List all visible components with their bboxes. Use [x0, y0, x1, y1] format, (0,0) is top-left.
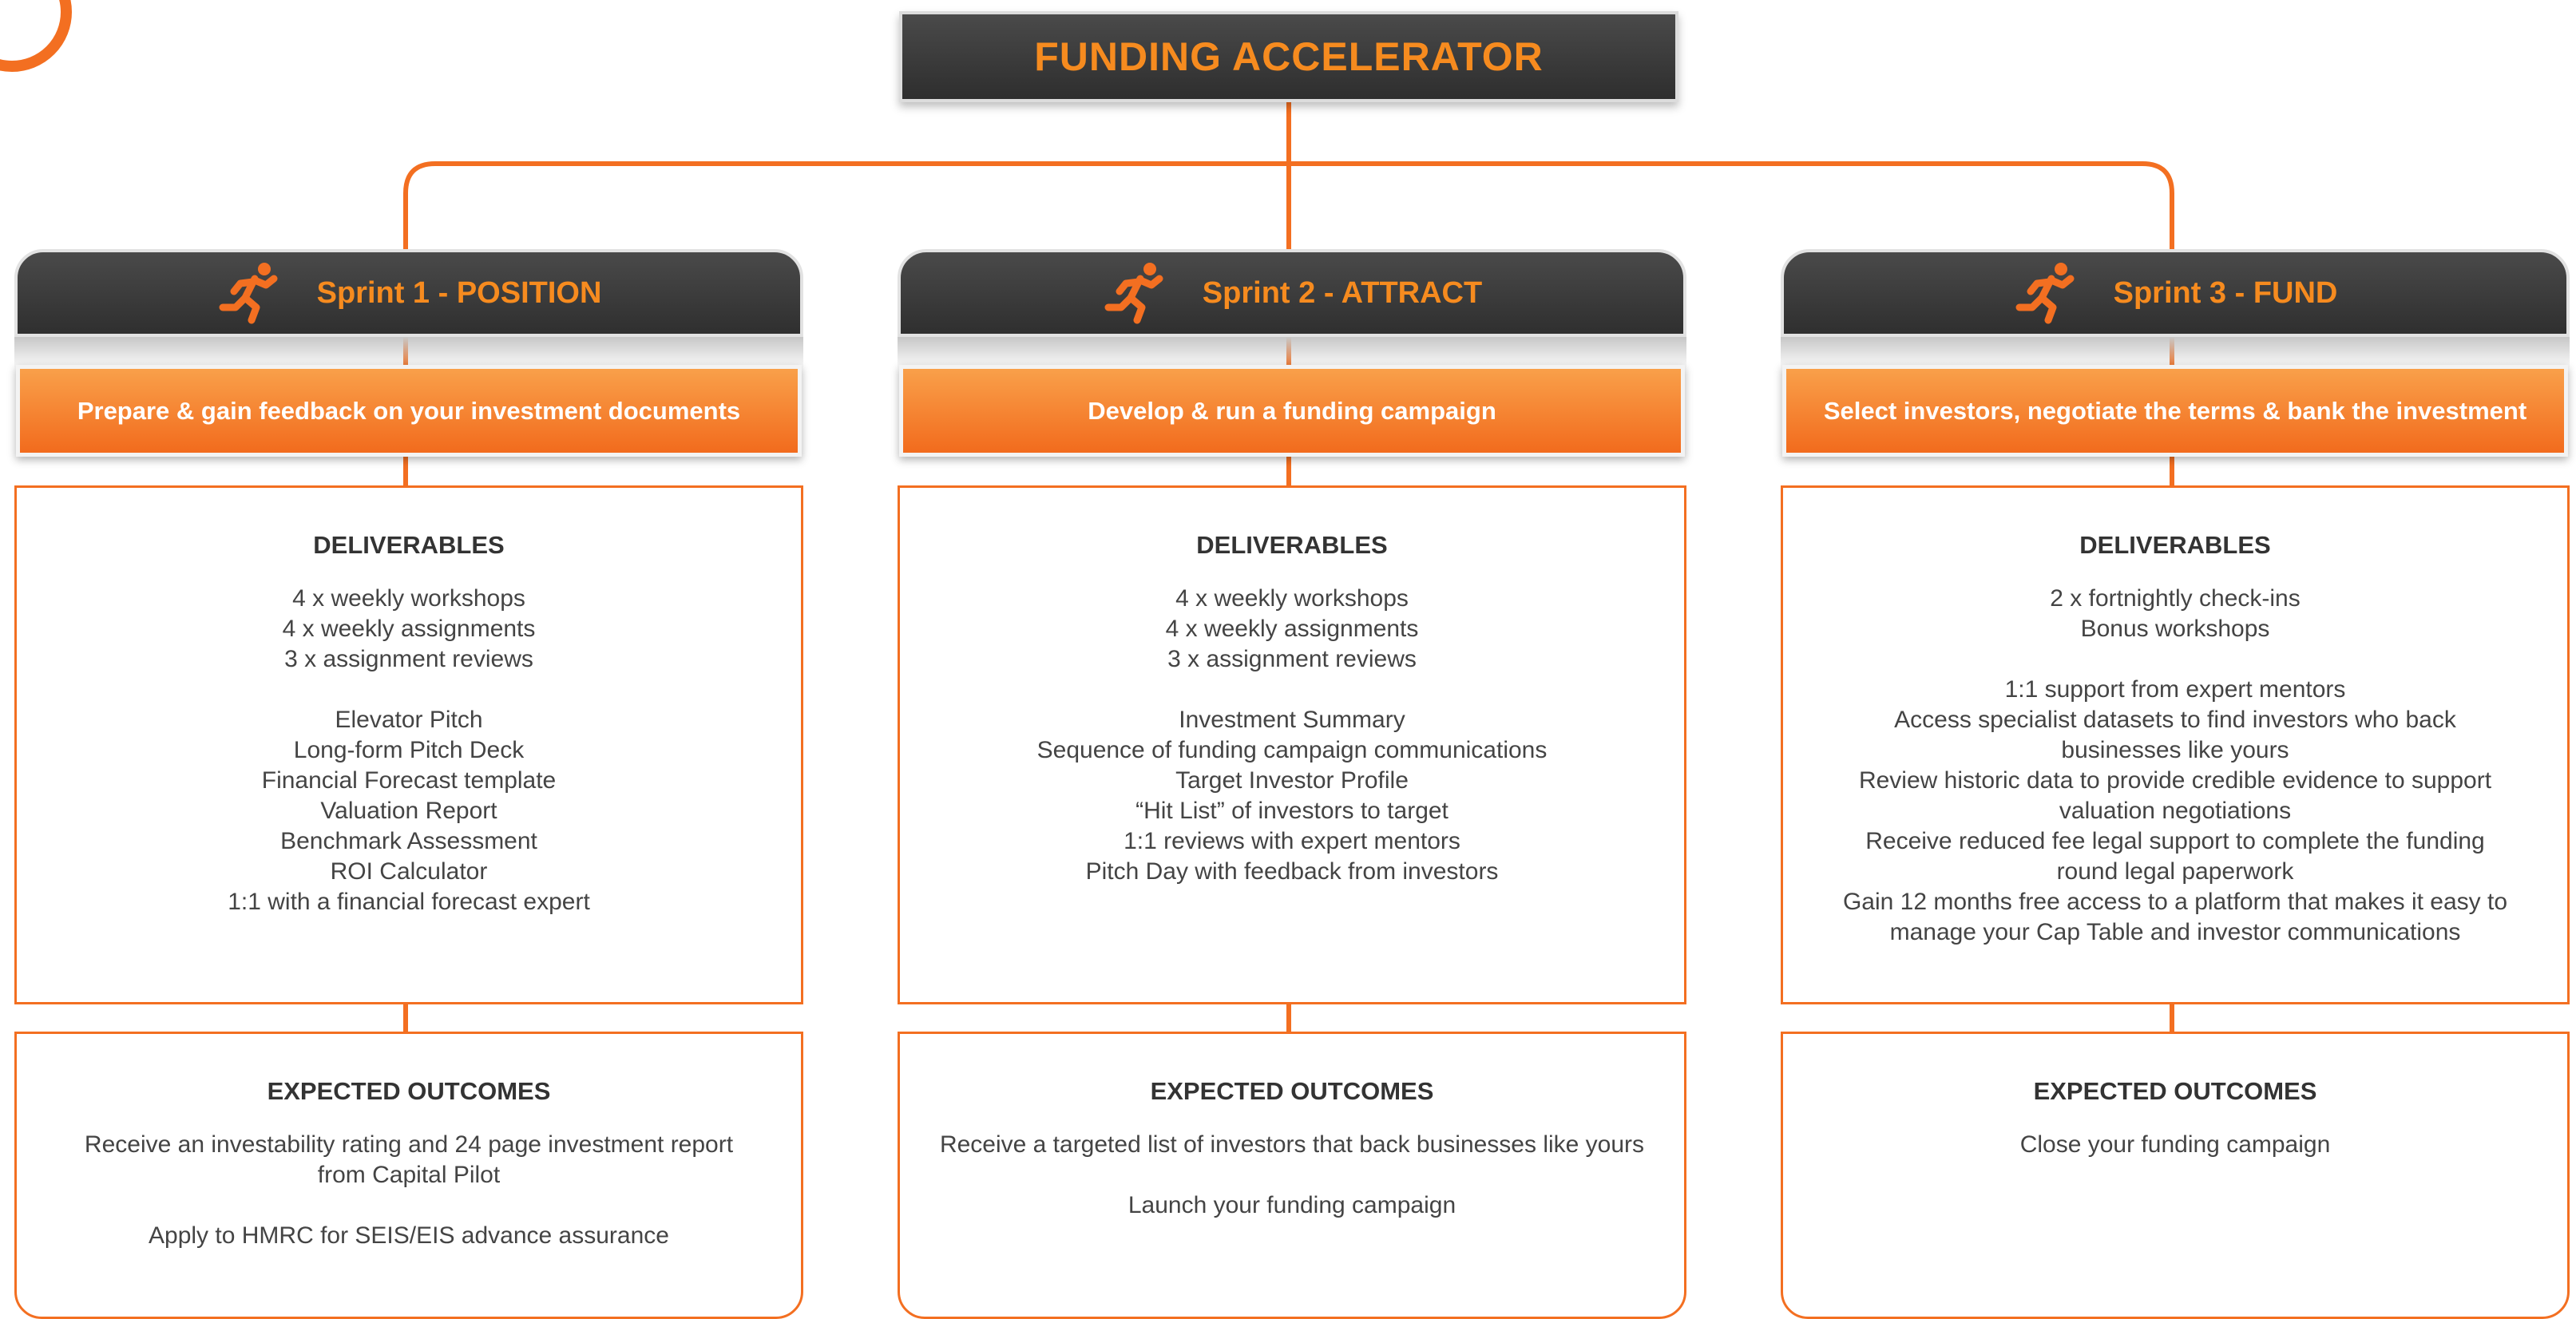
list-item: Review historic data to provide credible…	[1858, 767, 2492, 794]
list-item: Apply to HMRC for SEIS/EIS advance assur…	[149, 1222, 669, 1249]
main-title: FUNDING ACCELERATOR	[899, 11, 1678, 102]
sprint-title: Sprint 3 - FUND	[2113, 275, 2338, 310]
list-item: 3 x assignment reviews	[284, 646, 533, 672]
sprint-goal: Select investors, negotiate the terms & …	[1782, 365, 2568, 457]
list-item: Financial Forecast template	[261, 767, 557, 794]
list-item: from Capital Pilot	[317, 1162, 501, 1188]
outcomes-list: Receive an investability rating and 24 p…	[17, 1130, 801, 1251]
connector-branch-right	[1289, 161, 2174, 249]
list-item: 1:1 with a financial forecast expert	[228, 889, 590, 915]
list-item: 2 x fortnightly check-ins	[2050, 585, 2301, 612]
spacer	[17, 675, 801, 705]
spacer	[900, 1160, 1684, 1190]
spacer	[17, 1190, 801, 1221]
deliverables-list: 4 x weekly workshops 4 x weekly assignmen…	[17, 584, 801, 917]
list-item: Receive a targeted list of investors tha…	[939, 1131, 1645, 1158]
sprint-goal: Develop & run a funding campaign	[899, 365, 1685, 457]
connector-branch-left	[403, 161, 1289, 249]
list-item: businesses like yours	[2061, 737, 2289, 763]
list-item: Receive an investability rating and 24 p…	[84, 1131, 734, 1158]
list-item: 4 x weekly workshops	[1175, 585, 1409, 612]
outcomes-heading: EXPECTED OUTCOMES	[267, 1077, 551, 1105]
spacer	[1783, 644, 2567, 675]
sprint-header: Sprint 1 - POSITION	[14, 249, 803, 337]
outcomes-list: Close your funding campaign	[1783, 1130, 2567, 1160]
list-item: Target Investor Profile	[1175, 767, 1409, 794]
list-item: 3 x assignment reviews	[1167, 646, 1417, 672]
sprint-title: Sprint 2 - ATTRACT	[1202, 275, 1483, 310]
sprint-header: Sprint 3 - FUND	[1781, 249, 2570, 337]
sprint-goal: Prepare & gain feedback on your investme…	[16, 365, 802, 457]
list-item: Valuation Report	[320, 798, 497, 824]
runner-icon	[219, 263, 278, 324]
outcomes-heading: EXPECTED OUTCOMES	[1150, 1077, 1434, 1105]
list-item: valuation negotiations	[2059, 798, 2292, 824]
sprint-title: Sprint 1 - POSITION	[316, 275, 602, 310]
list-item: 1:1 support from expert mentors	[2004, 676, 2346, 703]
list-item: ROI Calculator	[330, 858, 488, 885]
deliverables-heading: DELIVERABLES	[2079, 531, 2271, 559]
list-item: 4 x weekly assignments	[1165, 616, 1419, 642]
list-item: Bonus workshops	[2080, 616, 2270, 642]
list-item: Launch your funding campaign	[1127, 1192, 1456, 1218]
outcomes-box: EXPECTED OUTCOMES Receive an investabili…	[14, 1032, 803, 1319]
outcomes-heading: EXPECTED OUTCOMES	[2033, 1077, 2317, 1105]
list-item: Investment Summary	[1179, 707, 1405, 733]
deliverables-heading: DELIVERABLES	[1196, 531, 1388, 559]
spacer	[900, 675, 1684, 705]
sprint-header: Sprint 2 - ATTRACT	[898, 249, 1686, 337]
list-item: Gain 12 months free access to a platform…	[1842, 889, 2508, 915]
list-item: Sequence of funding campaign communicati…	[1036, 737, 1548, 763]
list-item: 4 x weekly workshops	[292, 585, 525, 612]
list-item: manage your Cap Table and investor commu…	[1889, 919, 2461, 945]
list-item: 4 x weekly assignments	[282, 616, 536, 642]
list-item: Elevator Pitch	[335, 707, 483, 733]
runner-icon	[1104, 263, 1163, 324]
outcomes-box: EXPECTED OUTCOMES Receive a targeted lis…	[898, 1032, 1686, 1319]
list-item: “Hit List” of investors to target	[1135, 798, 1449, 824]
list-item: Receive reduced fee legal support to com…	[1865, 828, 2485, 854]
list-item: Long-form Pitch Deck	[293, 737, 525, 763]
list-item: round legal paperwork	[2056, 858, 2294, 885]
deliverables-heading: DELIVERABLES	[313, 531, 505, 559]
outcomes-list: Receive a targeted list of investors tha…	[900, 1130, 1684, 1221]
list-item: Pitch Day with feedback from investors	[1085, 858, 1499, 885]
list-item: 1:1 reviews with expert mentors	[1124, 828, 1460, 854]
runner-icon	[2015, 263, 2075, 324]
list-item: Access specialist datasets to find inves…	[1894, 707, 2456, 733]
list-item: Close your funding campaign	[2019, 1131, 2331, 1158]
list-item: Benchmark Assessment	[280, 828, 537, 854]
outcomes-box: EXPECTED OUTCOMES Close your funding cam…	[1781, 1032, 2570, 1319]
deliverables-list: 4 x weekly workshops 4 x weekly assignmen…	[900, 584, 1684, 887]
